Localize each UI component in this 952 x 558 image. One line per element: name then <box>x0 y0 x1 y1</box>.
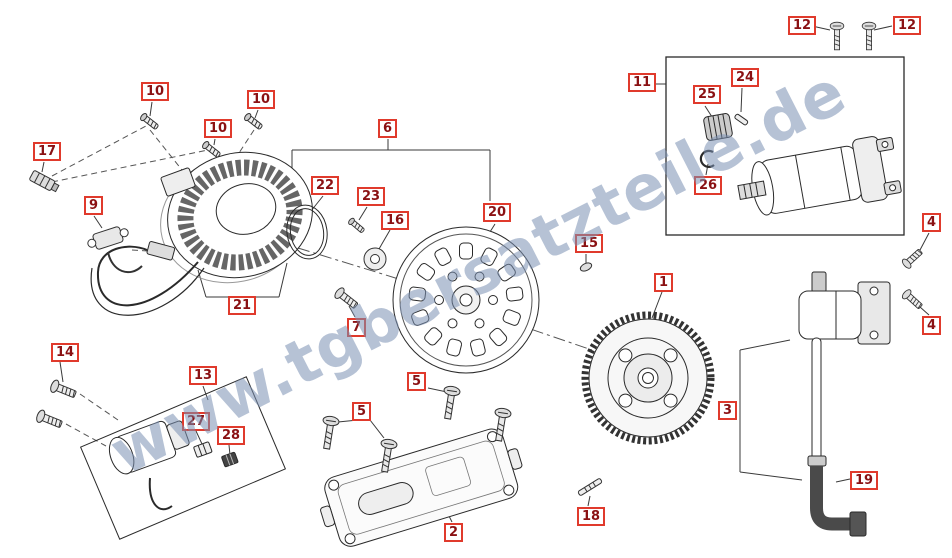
bolt-14-b <box>34 408 65 432</box>
callout-6: 6 <box>378 119 398 138</box>
callout-12-a: 12 <box>788 16 817 35</box>
callout-9: 9 <box>84 196 104 215</box>
callout-4-a: 4 <box>922 213 942 232</box>
connector-17 <box>29 170 60 193</box>
screw-5-a <box>318 414 341 451</box>
callout-27: 27 <box>182 412 211 431</box>
washer-15 <box>579 262 593 272</box>
bolt-4-a <box>900 246 925 271</box>
callout-25: 25 <box>693 85 722 104</box>
screw-10-b <box>242 111 265 132</box>
spark-plug-cap-19 <box>810 466 852 531</box>
starter-pinion-25 <box>703 113 733 141</box>
callout-10-b: 10 <box>247 90 276 109</box>
callout-15: 15 <box>575 234 604 253</box>
callout-2: 2 <box>444 523 464 542</box>
ignition-coil-3 <box>798 271 891 537</box>
spark-plug-cap-skirt <box>849 511 867 537</box>
flywheel-20 <box>392 226 540 374</box>
bolt-7 <box>332 285 361 312</box>
callout-26: 26 <box>694 176 723 195</box>
gasket-ring-22 <box>286 204 328 260</box>
callout-28: 28 <box>217 426 246 445</box>
stator-assembly <box>90 151 313 316</box>
circlip-26 <box>699 149 715 168</box>
connector-28 <box>221 451 239 468</box>
starter-motor-assembly-11 <box>665 56 905 236</box>
bolt-12-a <box>829 21 845 51</box>
callout-5-a: 5 <box>407 372 427 391</box>
pin-24 <box>734 113 749 126</box>
callout-23: 23 <box>357 187 386 206</box>
callout-19: 19 <box>850 471 879 490</box>
callout-13: 13 <box>189 366 218 385</box>
bolt-14-a <box>48 378 79 402</box>
bolt-23 <box>346 216 366 235</box>
callout-16: 16 <box>381 211 410 230</box>
connector-27 <box>193 441 213 458</box>
callout-14: 14 <box>51 343 80 362</box>
callout-21: 21 <box>228 296 257 315</box>
callout-5-b: 5 <box>352 402 372 421</box>
callout-7: 7 <box>347 318 367 337</box>
pin-18 <box>577 478 603 496</box>
sensor-assembly-13 <box>79 376 287 540</box>
screw-5-c <box>439 384 462 421</box>
callout-10-a: 10 <box>141 82 170 101</box>
bolt-12-b <box>861 21 877 51</box>
callout-3: 3 <box>718 401 738 420</box>
callout-11: 11 <box>628 73 657 92</box>
callout-18: 18 <box>577 507 606 526</box>
cdi-plate-2 <box>320 428 523 547</box>
callout-20: 20 <box>483 203 512 222</box>
screw-10-c <box>200 139 223 160</box>
callout-24: 24 <box>731 68 760 87</box>
cup-16 <box>363 247 387 271</box>
callout-17: 17 <box>33 142 62 161</box>
callout-4-b: 4 <box>922 316 942 335</box>
callout-22: 22 <box>311 176 340 195</box>
callout-1: 1 <box>654 273 674 292</box>
pickup-coil-9 <box>87 226 143 274</box>
callout-10-c: 10 <box>204 119 233 138</box>
callout-12-b: 12 <box>893 16 922 35</box>
starter-gear-1 <box>581 311 715 445</box>
